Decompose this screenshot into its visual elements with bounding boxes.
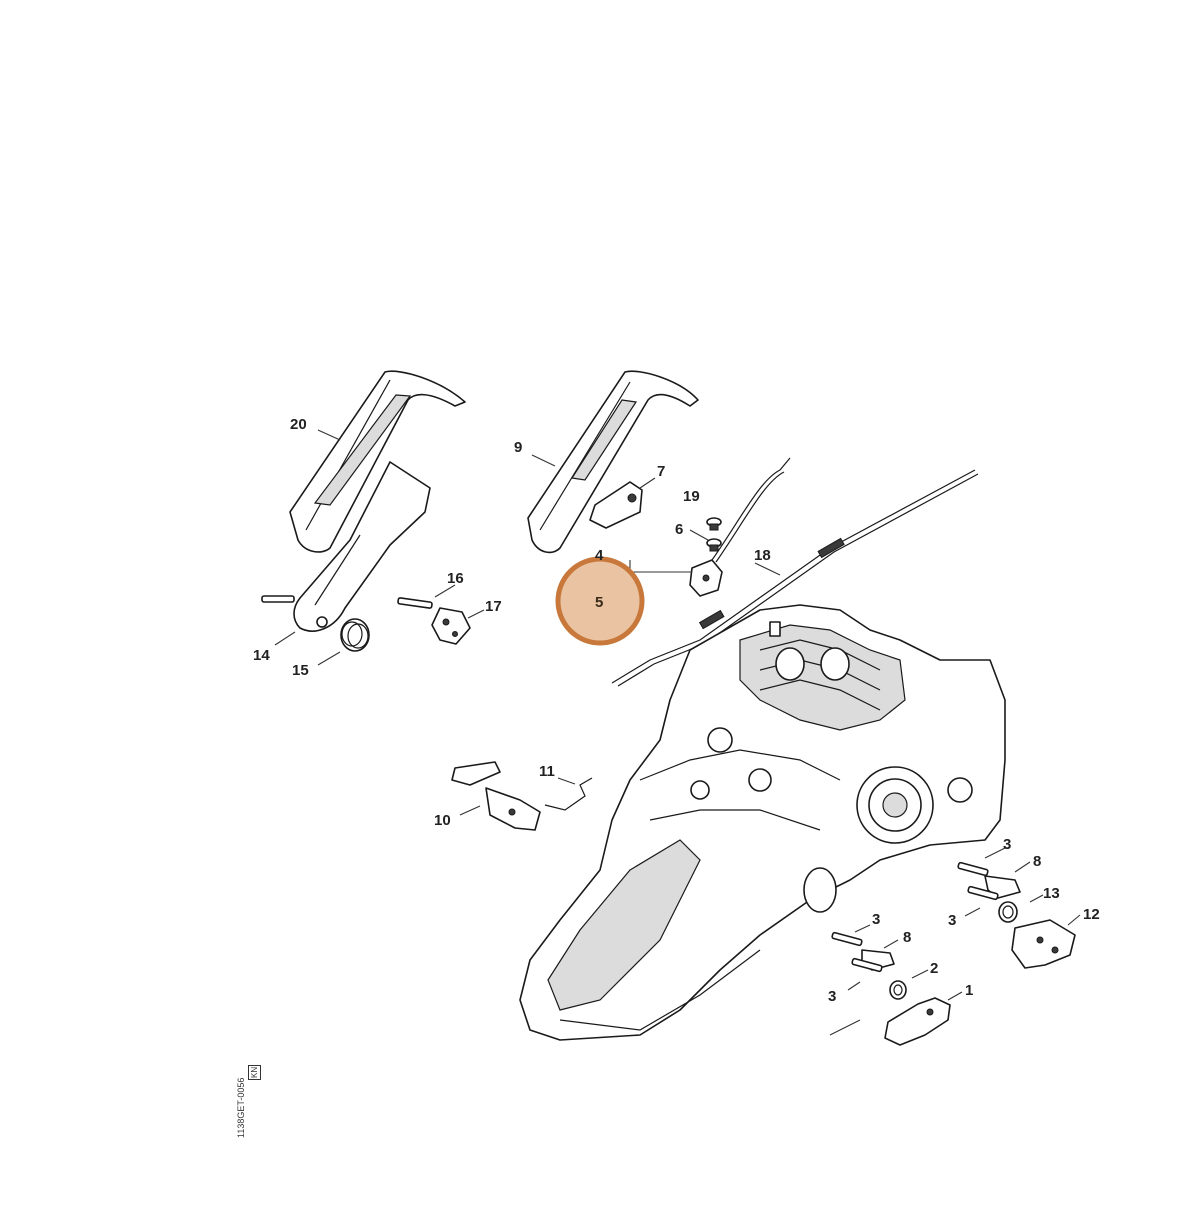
engine-housing[interactable] [519, 604, 1006, 1041]
label-19: 19 [683, 488, 700, 505]
part-10-throttle-trigger[interactable] [451, 761, 541, 831]
label-3d: 3 [828, 988, 836, 1005]
label-18: 18 [754, 547, 771, 564]
label-1: 1 [965, 982, 973, 999]
label-20: 20 [290, 416, 307, 433]
part-7-guide[interactable] [589, 481, 643, 529]
part-3-pin-c[interactable] [831, 931, 863, 947]
label-13: 13 [1043, 885, 1060, 902]
part-2-spring[interactable] [889, 980, 907, 1000]
part-1-lever[interactable] [884, 997, 951, 1046]
drawing-code-box: KN [248, 1064, 261, 1080]
label-16: 16 [447, 570, 464, 587]
label-11: 11 [539, 763, 555, 780]
part-3-pin-b[interactable] [967, 885, 999, 901]
label-3a: 3 [1003, 836, 1011, 853]
part-15-spring[interactable] [340, 618, 370, 652]
part-6-screw[interactable] [706, 538, 722, 552]
part-labels: 20 9 7 19 6 4 18 16 17 14 15 11 10 3 8 1… [253, 416, 1100, 1005]
highlight-part-5[interactable]: 5 [555, 556, 645, 646]
part-16-pin[interactable] [397, 597, 433, 609]
label-15: 15 [292, 662, 309, 679]
highlight-label: 5 [595, 594, 603, 611]
label-9: 9 [514, 439, 522, 456]
leader-lines [274, 429, 1081, 1036]
part-20-handle-cover[interactable] [289, 370, 466, 553]
part-13-spring[interactable] [998, 901, 1018, 923]
label-8b: 8 [903, 929, 911, 946]
part-3-pin-a[interactable] [957, 861, 989, 877]
part-9-handle-cover[interactable] [527, 370, 699, 554]
part-19-screw[interactable] [706, 517, 722, 531]
label-3b: 3 [948, 912, 956, 929]
label-4: 4 [595, 547, 604, 564]
part-11-wire-spring[interactable] [544, 777, 593, 811]
part-14-pin[interactable] [261, 595, 295, 603]
label-12: 12 [1083, 906, 1100, 923]
part-14-handle-frame[interactable] [261, 461, 431, 632]
label-7: 7 [657, 463, 665, 480]
part-17-lever[interactable] [431, 607, 471, 645]
drawing-code-text: 1138GET-0056 [236, 1077, 246, 1138]
label-3c: 3 [872, 911, 880, 928]
part-4-throttle-assembly[interactable] [689, 457, 791, 597]
label-2: 2 [930, 960, 938, 977]
highlight-circle[interactable] [555, 556, 645, 646]
part-12-housing[interactable] [1011, 919, 1076, 969]
label-14: 14 [253, 647, 270, 664]
label-10: 10 [434, 812, 451, 829]
drawing-code: 1138GET-0056 KN [236, 1064, 306, 1138]
label-6: 6 [675, 521, 683, 538]
part-3-pin-d[interactable] [851, 957, 883, 973]
label-8a: 8 [1033, 853, 1041, 870]
label-17: 17 [485, 598, 502, 615]
